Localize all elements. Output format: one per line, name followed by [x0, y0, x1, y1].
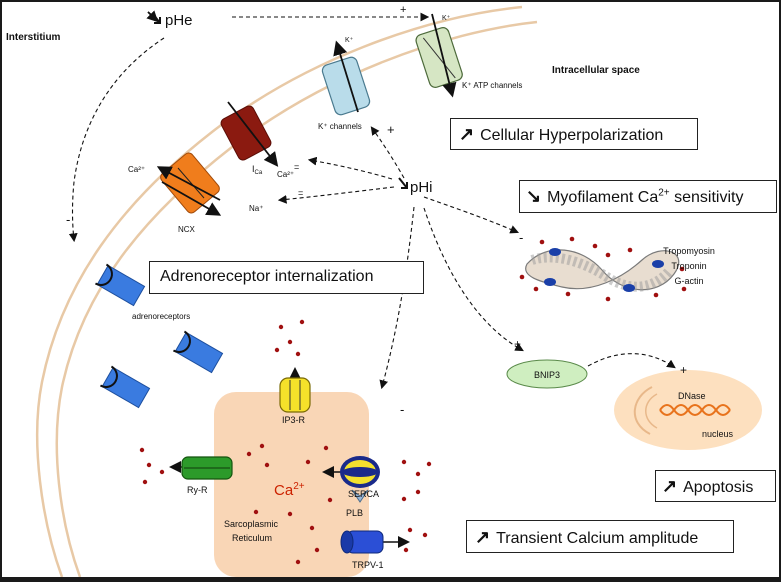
sign-equal-na: =	[298, 188, 303, 198]
label-adrenoreceptors: adrenoreceptors	[132, 312, 190, 321]
ncx-channel	[156, 152, 222, 216]
label-gactin: G-actin	[674, 276, 703, 286]
box-hyperpolarization: ↗ Cellular Hyperpolarization	[450, 118, 698, 150]
label-k-top: K⁺	[345, 37, 354, 44]
sign-minus-myo: -	[519, 230, 523, 245]
trpv1-channel	[340, 530, 384, 554]
label-plb: PLB	[346, 508, 363, 518]
adrenoreceptor-1	[94, 263, 146, 307]
label-ip3r: IP3-R	[282, 415, 306, 425]
box-transient: ↗ Transient Calcium amplitude	[466, 520, 734, 553]
text-myofilament-post: sensitivity	[669, 189, 744, 206]
myofilament	[525, 248, 680, 292]
text-adrenoreceptor: Adrenoreceptor internalization	[160, 268, 374, 285]
label-ica: ICa	[252, 164, 263, 176]
decrease-arrow-icon: ↘	[526, 186, 542, 206]
increase-arrow-icon: ↗	[662, 476, 678, 496]
k-atp-channel	[415, 13, 463, 98]
text-myofilament-pre: Myofilament Ca	[547, 189, 659, 206]
serca-pump	[340, 456, 380, 503]
text-myofilament-sup: 2+	[658, 187, 670, 199]
sign-minus-adreno: -	[66, 212, 70, 227]
text-hyperpolarization: Cellular Hyperpolarization	[480, 127, 664, 144]
label-tropomyosin: Tropomyosin	[663, 246, 715, 256]
myofilament-ca-dots	[519, 236, 687, 302]
label-serca: SERCA	[348, 489, 379, 499]
sign-equal-ncx: =	[294, 162, 299, 172]
solid-arrows	[146, 10, 159, 23]
box-adrenoreceptor: Adrenoreceptor internalization	[149, 261, 424, 294]
pathway-arrows	[68, 12, 676, 390]
phi-node: pHi	[398, 177, 433, 196]
label-ncx-ca: Ca²⁺	[128, 165, 145, 174]
label-ica-ca: Ca²⁺	[277, 170, 294, 179]
increase-arrow-icon: ↗	[459, 124, 475, 144]
cell-membrane	[35, 5, 538, 577]
ica-channel	[220, 101, 279, 167]
sarcoplasmic-reticulum	[214, 392, 369, 577]
label-sarcoplasmic: Sarcoplasmic	[224, 519, 279, 529]
adrenoreceptor-2	[172, 330, 224, 374]
label-k-atp-channels: K⁺ ATP channels	[462, 81, 522, 90]
sign-plus-k: +	[387, 122, 395, 137]
label-reticulum: Reticulum	[232, 533, 272, 543]
sign-minus-sr: -	[400, 402, 404, 417]
calcium-dots	[139, 319, 432, 565]
label-trpv1: TRPV-1	[352, 560, 384, 570]
label-k-channels: K⁺ channels	[318, 122, 362, 131]
dna-helix	[659, 404, 731, 416]
label-k-atp-top: K⁺	[442, 15, 451, 22]
bnip3-node	[506, 359, 588, 389]
text-transient: Transient Calcium amplitude	[496, 530, 699, 547]
label-intracellular: Intracellular space	[552, 65, 640, 76]
sign-plus-bnip3: +	[514, 337, 521, 351]
label-nucleus: nucleus	[702, 429, 734, 439]
box-myofilament: ↘ Myofilament Ca2+ sensitivity	[519, 180, 777, 213]
label-interstitium: Interstitium	[6, 32, 61, 43]
label-phe: pHe	[165, 12, 193, 29]
text-apoptosis: Apoptosis	[683, 479, 754, 496]
k-channel	[321, 40, 371, 116]
label-na: Na⁺	[249, 204, 263, 213]
ip3r-channel	[279, 377, 311, 413]
adrenoreceptor-3	[99, 365, 151, 409]
label-ncx: NCX	[178, 225, 196, 234]
label-ca-sr: Ca2+	[274, 481, 305, 499]
label-phi: pHi	[410, 179, 433, 196]
sign-plus-apoptosis: +	[680, 363, 687, 377]
sign-plus-phe: +	[400, 4, 406, 16]
ryr-channel	[181, 456, 233, 480]
box-apoptosis: ↗ Apoptosis	[655, 470, 776, 502]
label-ryr: Ry-R	[187, 485, 208, 495]
label-troponin: Troponin	[671, 261, 706, 271]
label-dnase: DNase	[678, 391, 706, 401]
phe-node: pHe	[152, 12, 193, 29]
increase-arrow-icon: ↗	[475, 527, 491, 547]
label-bnip3: BNIP3	[534, 370, 560, 380]
